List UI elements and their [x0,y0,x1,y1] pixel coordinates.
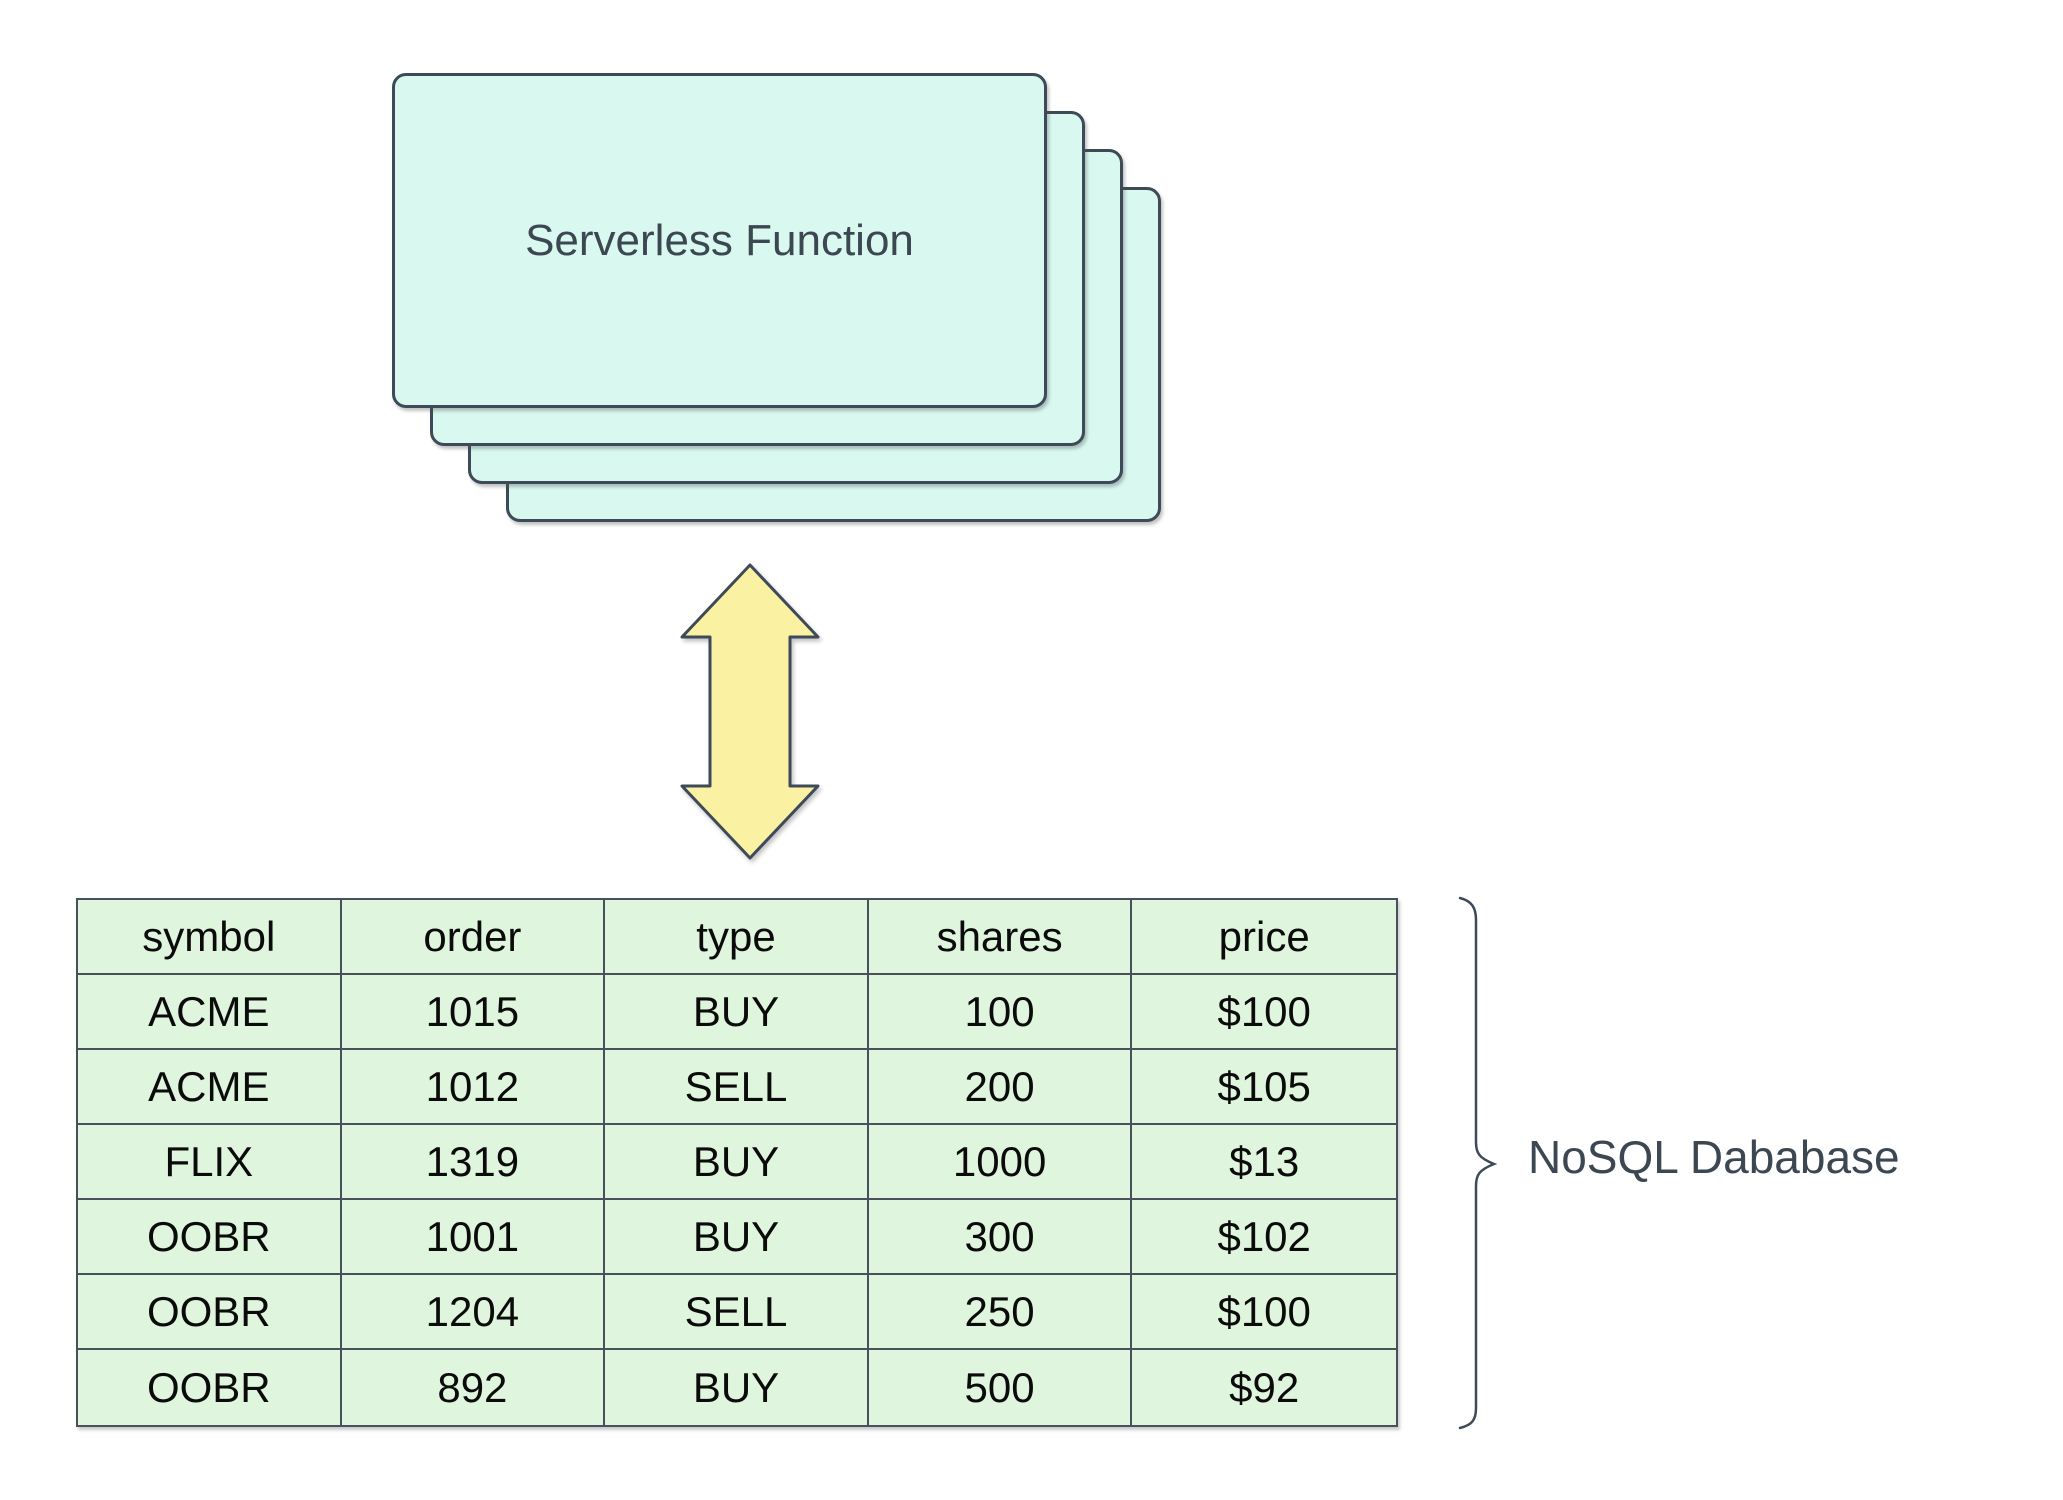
bidirectional-arrow-icon [680,563,820,860]
table-cell: 1012 [341,1050,606,1125]
table-cell: $92 [1132,1350,1396,1425]
table-cell: 100 [868,975,1133,1050]
table-cell: 1001 [341,1200,606,1275]
table-cell: OOBR [78,1275,342,1350]
table-header-cell: type [605,900,869,975]
table-cell: FLIX [78,1125,342,1200]
table-cell: $102 [1132,1200,1396,1275]
table-cell: 1015 [341,975,606,1050]
table-cell: $105 [1132,1050,1396,1125]
table-header-cell: symbol [78,900,342,975]
table-cell: 892 [341,1350,606,1425]
table-cell: OOBR [78,1350,342,1425]
table-cell: 500 [868,1350,1133,1425]
table-cell: OOBR [78,1200,342,1275]
table-cell: $13 [1132,1125,1396,1200]
serverless-function-label: Serverless Function [525,215,914,265]
table-header-cell: price [1132,900,1396,975]
table-cell: BUY [605,1350,869,1425]
table-cell: 1204 [341,1275,606,1350]
nosql-database-label: NoSQL Dababase [1528,1130,1900,1183]
table-header-cell: shares [868,900,1133,975]
table-cell: 1319 [341,1125,606,1200]
table-cell: ACME [78,1050,342,1125]
table-cell: BUY [605,975,869,1050]
table-cell: $100 [1132,975,1396,1050]
table-cell: 1000 [868,1125,1133,1200]
table-cell: SELL [605,1050,869,1125]
table-cell: 300 [868,1200,1133,1275]
table-header-cell: order [341,900,606,975]
table-cell: BUY [605,1125,869,1200]
curly-brace-icon [1458,896,1498,1430]
table-cell: BUY [605,1200,869,1275]
table-cell: 250 [868,1275,1133,1350]
serverless-function-card: Serverless Function [392,73,1047,408]
table-cell: SELL [605,1275,869,1350]
table-cell: $100 [1132,1275,1396,1350]
table-cell: 200 [868,1050,1133,1125]
table-cell: ACME [78,975,342,1050]
